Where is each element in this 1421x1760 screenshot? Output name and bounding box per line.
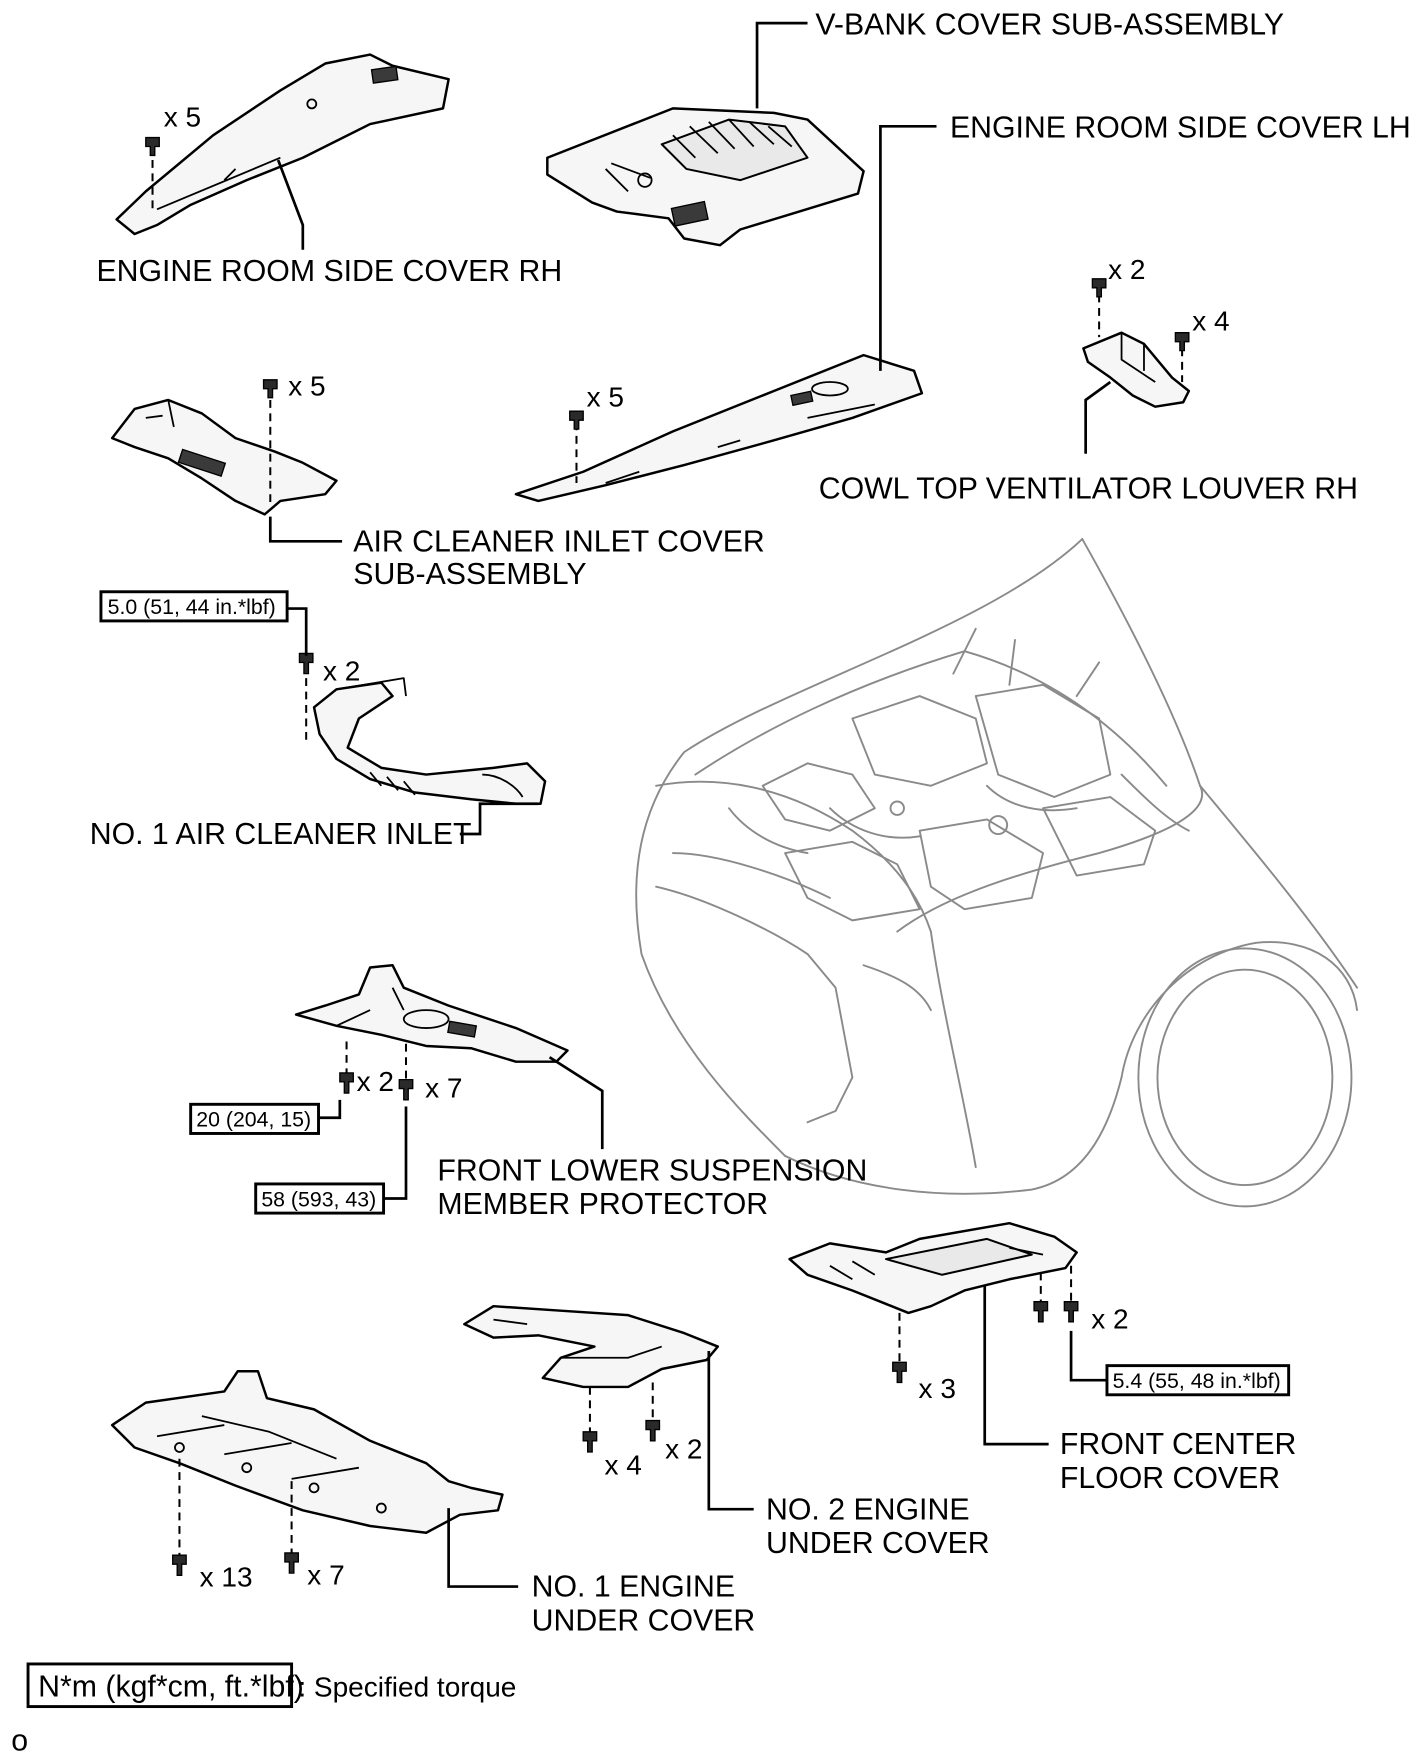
no2-engine-under-cover-part [463, 1304, 720, 1389]
label-no1-engine-under-cover-line2: UNDER COVER [532, 1604, 756, 1637]
torque-legend: N*m (kgf*cm, ft.*lbf) : Specified torque [26, 1662, 516, 1709]
bolt-icon [569, 410, 584, 430]
count-no2-under-b: x 2 [665, 1434, 702, 1465]
no1-engine-under-cover-part [110, 1370, 504, 1534]
front-lower-suspension-member-protector-part [294, 964, 569, 1063]
no1-air-cleaner-inlet-part [312, 677, 547, 805]
count-no2-under-a: x 4 [605, 1449, 642, 1480]
vehicle-front-outline [635, 538, 1359, 1208]
label-front-lower-suspension-member-protector: FRONT LOWER SUSPENSION [437, 1155, 867, 1188]
bolt-icon [1174, 332, 1190, 352]
label-front-center-floor-cover-line2: FLOOR COVER [1060, 1462, 1280, 1495]
bolt-icon [398, 1078, 414, 1101]
torque-suspension-protector-a: 20 (204, 15) [196, 1108, 311, 1132]
label-front-center-floor-cover: FRONT CENTER [1060, 1428, 1297, 1461]
label-engine-room-side-cover-lh: ENGINE ROOM SIDE COVER LH [950, 112, 1411, 145]
cowl-top-ventilator-louver-rh-part [1082, 331, 1191, 408]
label-cowl-top-ventilator-louver-rh: COWL TOP VENTILATOR LOUVER RH [819, 473, 1358, 506]
count-suspension-protector-b: x 7 [425, 1073, 462, 1104]
bolt-icon [892, 1361, 907, 1384]
count-no1-under-b: x 7 [307, 1559, 344, 1590]
count-air-cleaner-inlet: x 2 [323, 655, 360, 686]
count-lh-side-cover: x 5 [587, 382, 624, 413]
bolt-icon [298, 652, 314, 675]
torque-center-floor: 5.4 (55, 48 in.*lbf) [1113, 1369, 1281, 1393]
part-labels: V-BANK COVER SUB-ASSEMBLY ENGINE ROOM SI… [90, 8, 1411, 1637]
v-bank-cover-part [546, 107, 865, 247]
bolt-icon [645, 1419, 661, 1442]
count-suspension-protector-a: x 2 [357, 1066, 394, 1097]
label-no1-air-cleaner-inlet: NO. 1 AIR CLEANER INLET [90, 818, 472, 851]
bolt-icon [145, 136, 160, 157]
count-cowl-upper: x 2 [1108, 254, 1145, 285]
front-center-floor-cover-part [788, 1221, 1078, 1315]
torque-specs: 5.0 (51, 44 in.*lbf) 20 (204, 15) 58 (59… [99, 590, 1291, 1397]
label-engine-room-side-cover-rh: ENGINE ROOM SIDE COVER RH [96, 255, 562, 288]
legend-torque-units: N*m (kgf*cm, ft.*lbf) [38, 1670, 304, 1703]
bolt-icon [1063, 1301, 1079, 1323]
air-cleaner-inlet-cover-part [110, 398, 338, 516]
label-no1-engine-under-cover: NO. 1 ENGINE [532, 1571, 735, 1604]
bolt-icon [284, 1552, 300, 1574]
bolt-icon [1033, 1301, 1049, 1323]
count-no1-under-a: x 13 [200, 1562, 253, 1593]
label-front-lower-suspension-member-protector-line2: MEMBER PROTECTOR [437, 1188, 768, 1221]
bolt-guides [145, 136, 1190, 1577]
label-no2-engine-under-cover: NO. 2 ENGINE [766, 1493, 969, 1526]
count-center-floor-b: x 3 [919, 1373, 956, 1404]
engine-room-side-cover-lh-part [514, 353, 924, 503]
count-rh-side-cover: x 5 [164, 101, 201, 132]
engine-room-side-cover-rh-part [115, 53, 450, 236]
leader-lines [268, 21, 1112, 1588]
label-air-cleaner-inlet-cover-line2: SUB-ASSEMBLY [353, 558, 586, 591]
bolt-icon [339, 1072, 354, 1094]
bolt-icon [1091, 278, 1107, 298]
bolt-icon [172, 1554, 187, 1577]
figure-id: o [11, 1724, 28, 1757]
count-air-cleaner-cover: x 5 [288, 370, 325, 401]
torque-suspension-protector-b: 58 (593, 43) [261, 1187, 376, 1211]
label-no2-engine-under-cover-line2: UNDER COVER [766, 1527, 990, 1560]
quantity-labels: x 5 x 5 x 2 x 4 x 5 x 2 x 2 x 7 x 2 x 3 … [164, 101, 1230, 1592]
bolt-icon [262, 379, 278, 399]
count-center-floor-a: x 2 [1091, 1304, 1128, 1335]
count-cowl-side: x 4 [1192, 305, 1229, 336]
label-air-cleaner-inlet-cover: AIR CLEANER INLET COVER [353, 525, 765, 558]
torque-air-cleaner-inlet: 5.0 (51, 44 in.*lbf) [108, 595, 276, 619]
bolt-icon [582, 1431, 598, 1453]
legend-description: : Specified torque [298, 1671, 516, 1702]
label-v-bank-cover: V-BANK COVER SUB-ASSEMBLY [815, 8, 1284, 41]
